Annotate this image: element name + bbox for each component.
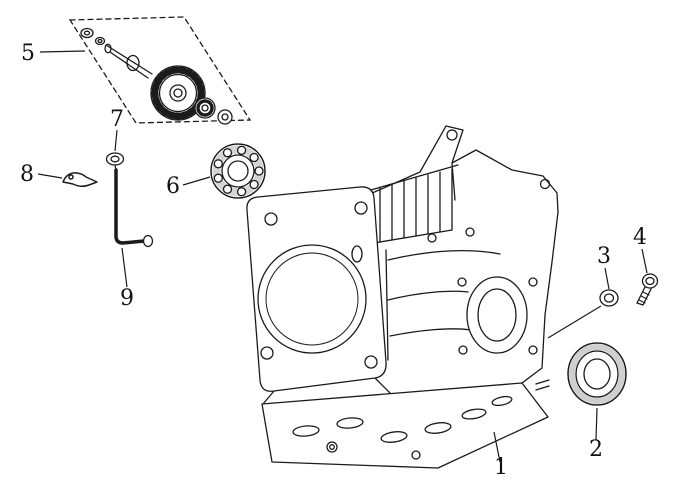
- callout-3: 3: [597, 244, 611, 269]
- callout-7: 7: [110, 107, 124, 132]
- part-crankcase-block: [261, 125, 559, 469]
- part-governor-shaft: [114, 164, 154, 248]
- part-bolt: [636, 273, 659, 306]
- part-lock-nut: [105, 152, 125, 166]
- part-camshaft-assembly: [68, 16, 252, 125]
- callout-2: 2: [589, 437, 603, 462]
- callout-1: 1: [494, 455, 508, 480]
- part-oil-seal: [567, 342, 627, 406]
- callout-6: 6: [166, 174, 180, 199]
- callout-5: 5: [21, 41, 35, 66]
- part-clip: [62, 172, 98, 188]
- part-ball-bearing: [210, 143, 266, 199]
- callout-9: 9: [120, 286, 134, 311]
- callout-8: 8: [20, 162, 34, 187]
- leader-lines: [37, 50, 648, 463]
- callout-labels: 1 2 3 4 5 6 7 8 9: [20, 41, 647, 480]
- callout-4: 4: [633, 225, 647, 250]
- part-gasket-plate: [246, 186, 387, 392]
- part-washer: [599, 289, 619, 307]
